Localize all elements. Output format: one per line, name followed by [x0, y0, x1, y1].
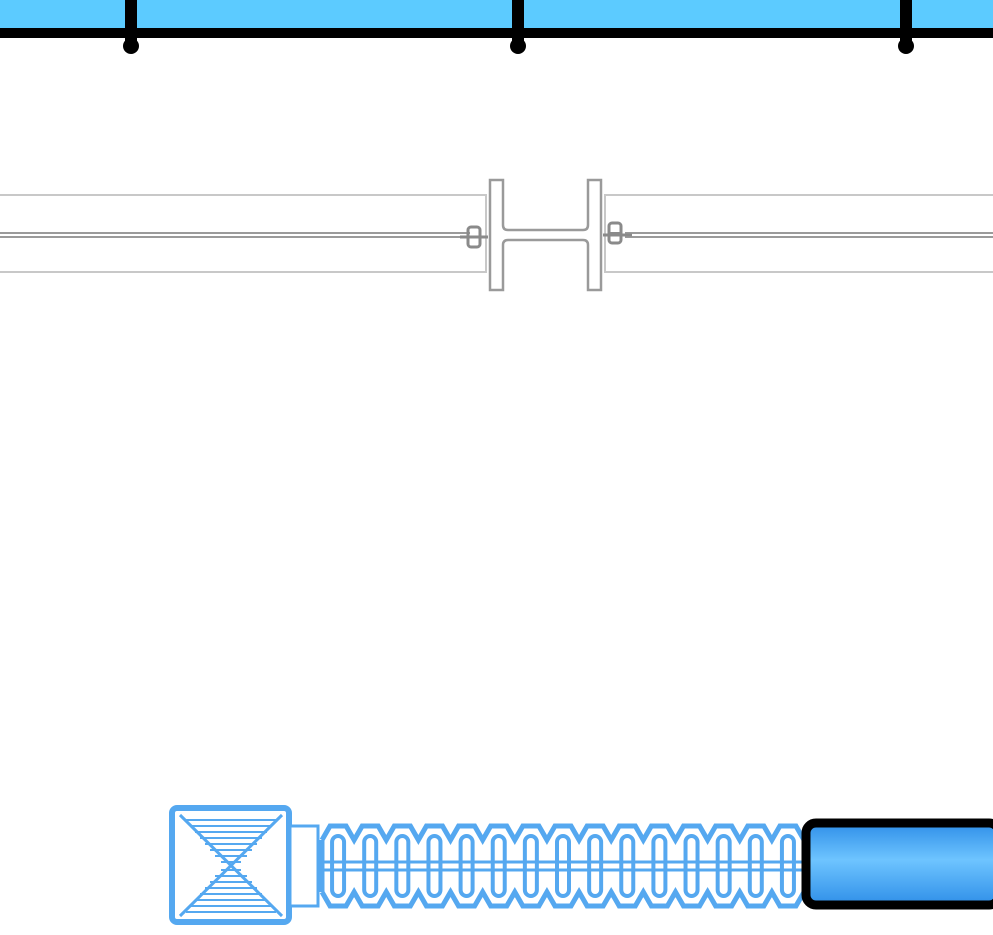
flex-duct-rib: [490, 834, 507, 898]
flex-duct-bottom-edge: [319, 886, 807, 909]
flex-duct-rib: [651, 834, 668, 898]
top-duct-body: [0, 0, 993, 30]
flex-duct-rib: [330, 834, 347, 898]
flex-duct-rib: [619, 834, 636, 898]
flex-duct-rib: [362, 834, 379, 898]
beam-left-member: [0, 194, 487, 273]
hanger-2: [510, 0, 526, 54]
hanger-3: [898, 0, 914, 54]
bolt-icon-right: [603, 221, 632, 245]
i-beam-section: [488, 178, 603, 292]
flex-duct-rib: [715, 834, 732, 898]
top-duct: [0, 0, 993, 38]
flex-duct-top-edge: [319, 823, 807, 846]
flex-duct-rib: [522, 834, 539, 898]
hangers: [123, 0, 914, 54]
steel-beam: [0, 178, 993, 292]
flex-duct-rib: [587, 834, 604, 898]
square-diffuser-icon: [169, 805, 320, 925]
bolt-icon-left: [460, 225, 488, 249]
flex-duct-rib: [426, 834, 443, 898]
flex-duct-rib: [555, 834, 571, 898]
branch-duct: [801, 818, 993, 910]
flexible-duct: [319, 823, 807, 909]
flex-duct-rib: [747, 834, 764, 898]
flex-duct-rib: [779, 834, 796, 898]
flex-duct-rib: [394, 834, 411, 898]
flex-duct-rib: [683, 834, 700, 898]
hanger-1: [123, 0, 139, 54]
top-duct-bottom-edge: [0, 28, 993, 38]
flex-duct-rib: [458, 834, 475, 898]
